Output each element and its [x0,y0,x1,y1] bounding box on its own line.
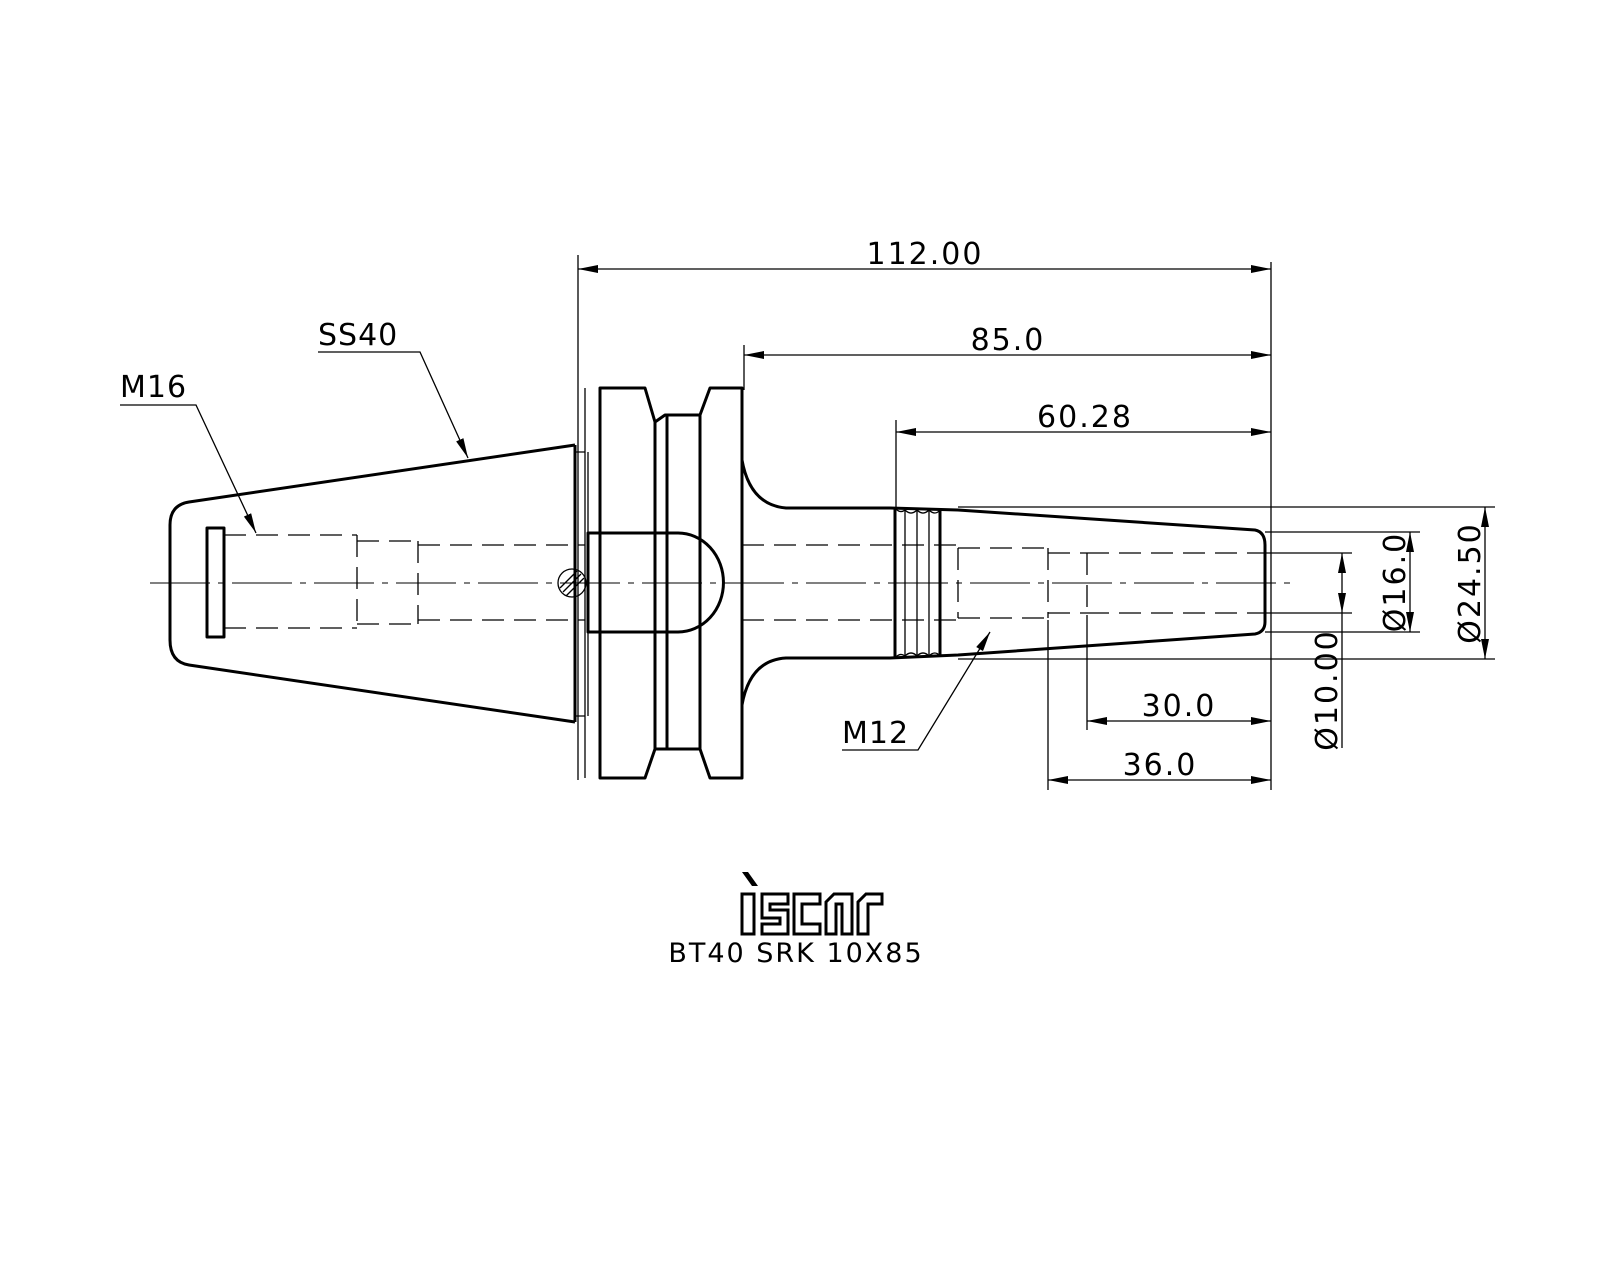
callout-ss40: SS40 [318,318,469,459]
dim-dia-tip-text: Ø16.0 [1378,532,1413,632]
dim-taper-length: 60.28 [896,400,1271,436]
callout-m12-text: M12 [842,716,909,751]
dim-thread-length-text: 36.0 [1123,748,1198,783]
dim-dia-body-text: Ø24.50 [1453,522,1488,644]
dim-dia-bore: Ø10.00 [1310,553,1346,751]
dim-taper-length-text: 60.28 [1037,400,1133,435]
dim-overall-length: 112.00 [578,237,1271,273]
dim-gauge-length-text: 85.0 [971,323,1046,358]
callout-m16-text: M16 [120,370,187,405]
taper-shank [168,443,585,724]
dim-dia-bore-text: Ø10.00 [1310,629,1345,751]
callout-m16: M16 [120,370,257,534]
dim-overall-length-text: 112.00 [867,237,984,272]
flange [584,386,744,780]
hidden-rear-bore [205,526,958,639]
dim-gauge-length: 85.0 [744,323,1271,359]
hidden-front-bore [957,547,1265,619]
extension-lines [577,255,1495,790]
part-number: BT40 SRK 10X85 [668,938,923,969]
callout-m12: M12 [842,631,991,751]
dim-bore-depth-text: 30.0 [1142,689,1217,724]
callout-ss40-text: SS40 [318,318,398,353]
iscar-logo [740,872,884,936]
dim-dia-tip: Ø16.0 [1378,532,1414,632]
dim-thread-length: 36.0 [1048,748,1271,784]
extension-body [740,459,1267,706]
dim-bore-depth: 30.0 [1087,689,1271,725]
dim-dia-body: Ø24.50 [1453,507,1489,659]
